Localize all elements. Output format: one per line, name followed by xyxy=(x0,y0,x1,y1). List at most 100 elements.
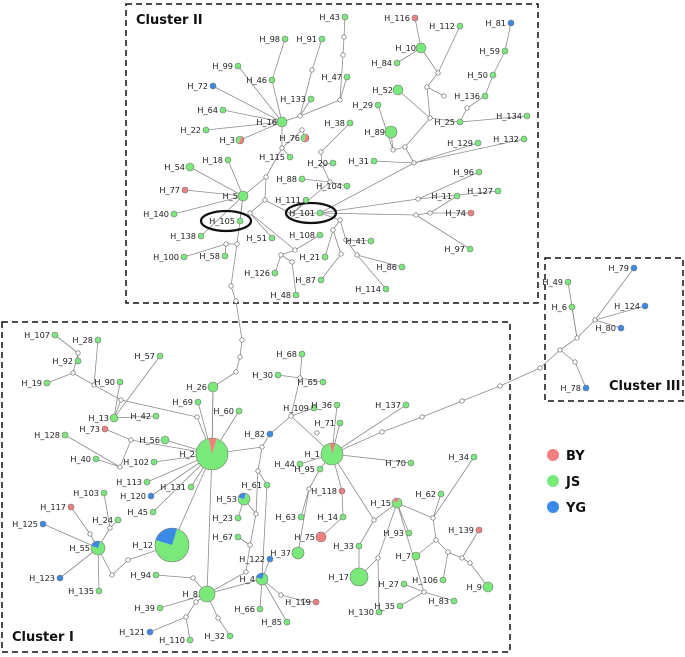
haplotype-node-h94 xyxy=(152,571,160,579)
median-vector-node xyxy=(255,468,261,474)
haplotype-circle xyxy=(146,628,154,636)
haplotype-node-h123 xyxy=(56,574,64,582)
haplotype-label: H_137 xyxy=(375,400,401,410)
haplotype-circle xyxy=(317,276,325,284)
cluster-ii-box xyxy=(125,3,539,304)
median-vector-node xyxy=(424,84,430,90)
edge xyxy=(301,178,331,183)
median-vector-node xyxy=(75,350,81,356)
haplotype-node-h41 xyxy=(367,237,375,245)
haplotype-label: H_26 xyxy=(186,382,207,392)
haplotype-label: H_131 xyxy=(160,482,186,492)
haplotype-circle xyxy=(520,135,528,143)
edge xyxy=(257,446,263,472)
haplotype-outline xyxy=(235,135,245,145)
haplotype-label: H_124 xyxy=(614,301,640,311)
haplotype-node-h32 xyxy=(226,632,234,640)
haplotype-node-h7 xyxy=(411,551,421,561)
median-vector-node xyxy=(223,241,229,247)
haplotype-node-h17 xyxy=(349,567,369,587)
edge xyxy=(413,138,525,164)
haplotype-circle xyxy=(268,76,276,84)
haplotype-label: H_1 xyxy=(305,449,320,459)
median-vector-node xyxy=(259,444,265,450)
haplotype-outline xyxy=(320,442,344,466)
haplotype-outline xyxy=(90,540,106,556)
edge xyxy=(217,617,231,637)
edge xyxy=(205,121,283,131)
edge xyxy=(299,99,341,117)
edge xyxy=(264,176,267,201)
haplotype-node-h117 xyxy=(67,503,75,511)
edge xyxy=(341,490,344,518)
edge xyxy=(492,50,506,76)
haplotype-circle xyxy=(180,253,188,261)
edge xyxy=(119,439,132,468)
haplotype-label: H_61 xyxy=(241,480,262,490)
haplotype-label: H_126 xyxy=(244,268,270,278)
median-vector-node xyxy=(70,370,76,376)
haplotype-pie-slice xyxy=(256,573,268,586)
haplotype-label: H_3 xyxy=(220,135,235,145)
edge xyxy=(255,470,259,515)
haplotype-node-h15 xyxy=(391,497,403,509)
edge xyxy=(403,583,425,593)
haplotype-circle xyxy=(343,73,351,81)
haplotype-node-h68 xyxy=(298,350,306,358)
haplotype-circle xyxy=(292,291,300,299)
haplotype-label: H_64 xyxy=(197,105,218,115)
haplotype-label: H_115 xyxy=(259,152,285,162)
haplotype-label: H_49 xyxy=(542,277,563,287)
median-vector-node xyxy=(337,217,343,223)
haplotype-label: H_80 xyxy=(595,323,616,333)
haplotype-label: H_48 xyxy=(270,290,291,300)
haplotype-label: H_25 xyxy=(434,117,455,127)
edge xyxy=(320,122,351,153)
haplotype-label: H_136 xyxy=(454,91,480,101)
median-vector-node xyxy=(445,549,451,555)
haplotype-node-h34 xyxy=(470,453,478,461)
haplotype-pie-slice xyxy=(303,134,309,142)
haplotype-circle xyxy=(101,425,109,433)
edge xyxy=(432,493,442,519)
haplotype-node-h86 xyxy=(398,263,406,271)
haplotype-circle xyxy=(160,435,170,445)
haplotype-label: H_58 xyxy=(199,251,220,261)
haplotype-circle xyxy=(630,264,638,272)
haplotype-pie-slice xyxy=(154,528,189,562)
edge xyxy=(339,219,347,241)
haplotype-circle xyxy=(456,22,464,30)
haplotype-node-h51 xyxy=(268,234,276,242)
haplotype-circle xyxy=(315,531,327,543)
median-vector-node xyxy=(537,365,543,371)
edge xyxy=(594,319,622,329)
haplotype-node-h84 xyxy=(393,59,401,67)
haplotype-label: H_110 xyxy=(159,635,185,645)
haplotype-node-h11 xyxy=(453,192,461,200)
haplotype-label: H_22 xyxy=(180,125,201,135)
edge xyxy=(237,65,283,123)
edge xyxy=(200,195,244,237)
edge xyxy=(222,109,283,123)
haplotype-circle xyxy=(297,513,305,521)
haplotype-circle xyxy=(411,14,419,22)
edge xyxy=(426,86,445,97)
edge xyxy=(239,121,283,141)
edge xyxy=(235,356,241,373)
edge xyxy=(290,407,315,417)
haplotype-node-h48 xyxy=(292,291,300,299)
median-vector-node xyxy=(253,511,259,517)
haplotype-node-h112 xyxy=(456,22,464,30)
median-vector-node xyxy=(464,105,470,111)
haplotype-node-h119 xyxy=(312,598,320,606)
haplotype-node-h129 xyxy=(474,139,482,147)
haplotype-label: H_92 xyxy=(52,356,73,366)
haplotype-circle xyxy=(302,196,310,204)
median-vector-node xyxy=(340,52,346,58)
haplotype-node-h6 xyxy=(568,303,576,311)
edge xyxy=(399,591,425,607)
cluster-ii-label: Cluster II xyxy=(136,13,203,28)
haplotype-circle xyxy=(374,101,382,109)
haplotype-node-h58 xyxy=(221,252,229,260)
haplotype-node-h111 xyxy=(302,196,310,204)
